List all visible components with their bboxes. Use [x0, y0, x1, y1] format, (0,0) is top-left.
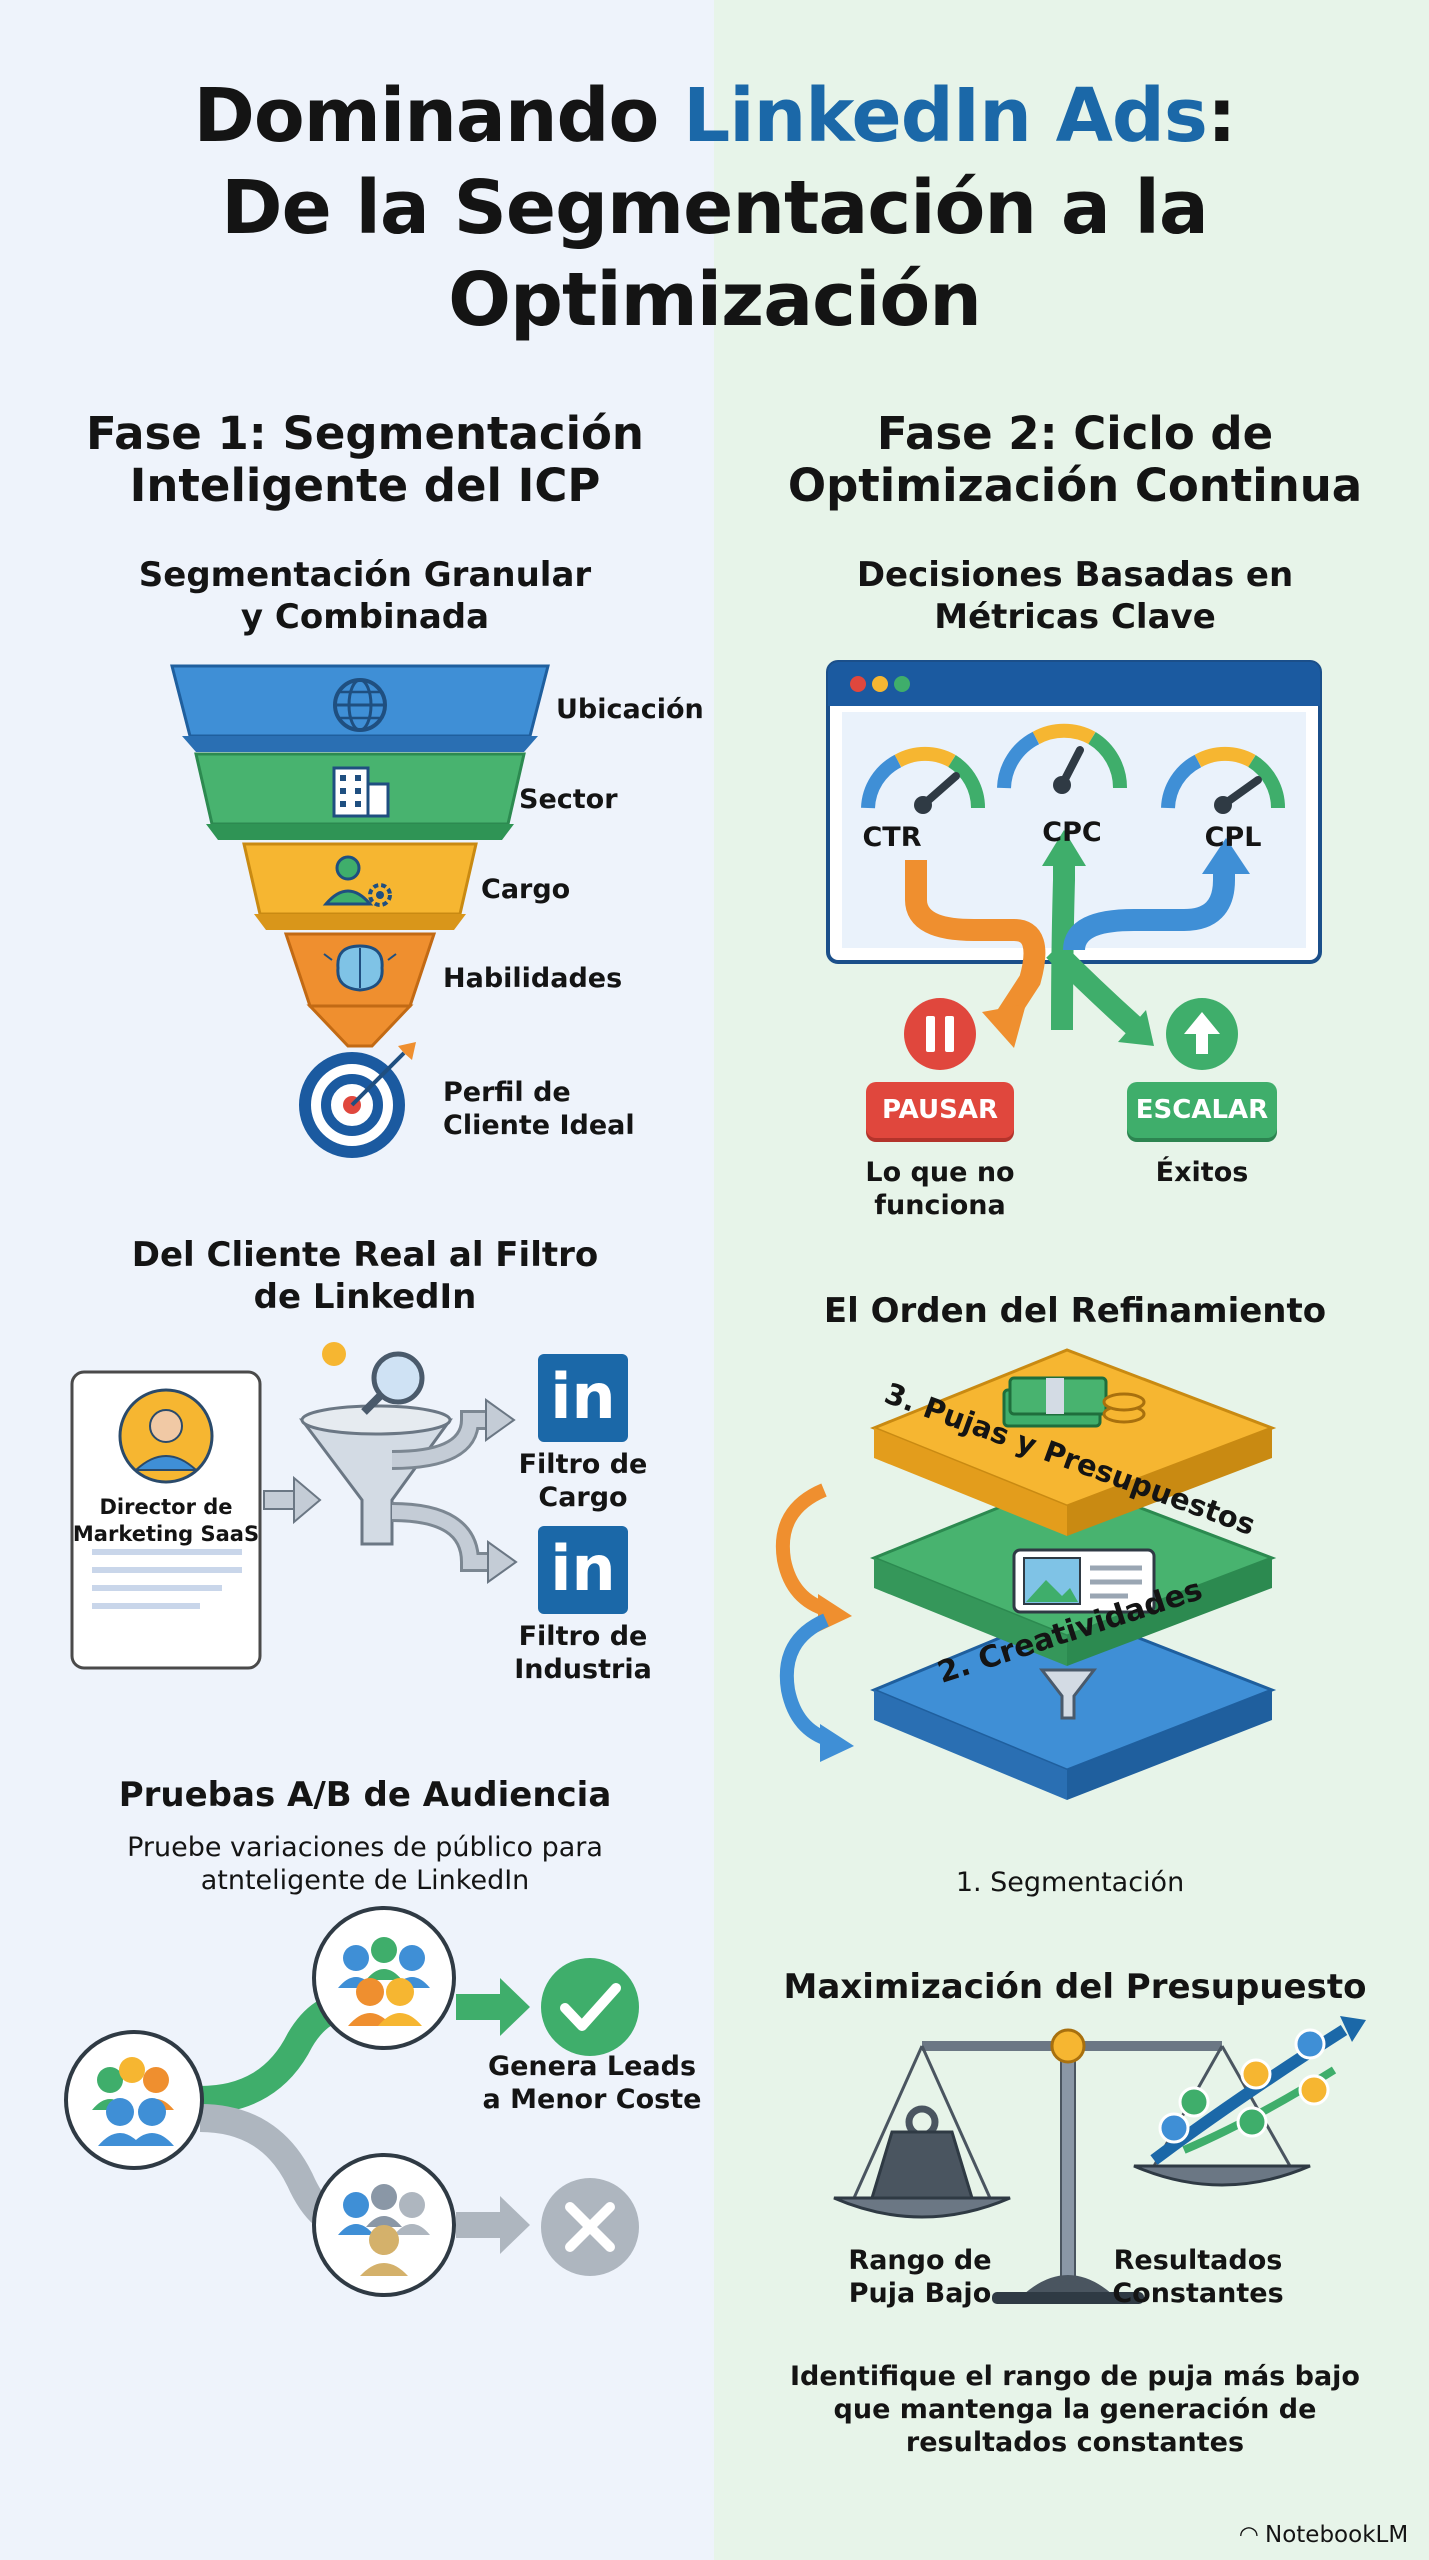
funnel-label-sector: Sector	[519, 784, 618, 815]
arrow-to-lose	[456, 2196, 530, 2254]
weight-icon	[869, 2105, 975, 2200]
person-gear-icon	[322, 855, 392, 907]
avatar-icon	[118, 1388, 214, 1484]
funnel-label-ubicacion: Ubicación	[556, 694, 704, 725]
notebooklm-icon: ◠	[1240, 2522, 1258, 2548]
ab-title: Pruebas A/B de Audiencia	[118, 1775, 612, 1815]
linkedin-logo-text-2: in	[550, 1532, 616, 1605]
target-icon	[299, 1042, 416, 1158]
gauge-label-cpc: CPC	[1042, 817, 1102, 848]
page-title: Dominando LinkedIn Ads: De la Segmentaci…	[193, 73, 1236, 343]
flow-arrows	[905, 830, 1250, 1048]
building-icon	[332, 766, 390, 818]
window-close-dot	[850, 676, 866, 692]
window-min-dot	[872, 676, 888, 692]
window-max-dot	[894, 676, 910, 692]
budget-title: Maximización del Presupuesto	[783, 1967, 1367, 2007]
audience-group-b	[312, 2153, 456, 2297]
audience-group-main	[64, 2030, 204, 2170]
balance-scale	[833, 2016, 1366, 2304]
gauge-label-cpl: CPL	[1204, 822, 1262, 853]
refinement-stack	[775, 1348, 1277, 1800]
profile-card	[70, 1370, 262, 1670]
arrow-to-win	[456, 1978, 530, 2036]
check-icon	[541, 1958, 639, 2056]
ad-creative-icon	[1012, 1548, 1156, 1614]
metrics-diagram	[826, 660, 1322, 1070]
layer-pujas	[869, 1348, 1277, 1536]
linkedin-logo-2	[538, 1526, 628, 1614]
scale-button[interactable]: ESCALAR	[1127, 1082, 1277, 1138]
pause-icon	[904, 998, 976, 1070]
globe-icon	[333, 678, 387, 732]
audience-group-a	[312, 1906, 456, 2050]
scale-description: Éxitos	[1155, 1157, 1249, 1188]
arrow-up-icon	[1166, 998, 1238, 1070]
notebooklm-brand: NotebookLM	[1265, 2522, 1409, 2548]
growth-curve-icon	[1150, 2016, 1366, 2165]
funnel-small-icon	[1038, 1668, 1098, 1720]
funnel-layer-ubicacion	[170, 664, 550, 752]
title-highlight: LinkedIn Ads	[683, 73, 1208, 159]
funnel-label-habilidades: Habilidades	[443, 963, 623, 994]
arrow-to-funnel	[263, 1475, 322, 1525]
funnel-label-cargo: Cargo	[481, 874, 571, 905]
order-title: El Orden del Refinamiento	[823, 1291, 1327, 1331]
money-stack-icon	[1002, 1376, 1146, 1428]
gauge-label-ctr: CTR	[862, 822, 922, 853]
scale-frame	[833, 2028, 1311, 2304]
split-arrows	[391, 1398, 518, 1584]
gauge-ctr	[861, 746, 986, 814]
segmentation-funnel	[170, 664, 550, 1158]
notebooklm-logo: ◠ NotebookLM	[1240, 2522, 1408, 2548]
magnifier-icon	[322, 1342, 425, 1415]
ab-diagram	[64, 1906, 639, 2297]
gauge-cpl	[1161, 746, 1286, 814]
funnel-layer-cargo	[242, 842, 478, 930]
brain-bulb-icon	[323, 944, 397, 992]
linkedin-logo-text-1: in	[550, 1360, 616, 1433]
cross-icon	[541, 2178, 639, 2276]
filter-diagram	[70, 1342, 628, 1670]
gauge-cpc	[997, 723, 1128, 794]
linkedin-logo-1	[538, 1354, 628, 1442]
refine-arrows	[775, 1483, 854, 1762]
layer1-label: 1. Segmentación	[955, 1867, 1185, 1898]
pause-button[interactable]: PAUSAR	[866, 1082, 1014, 1138]
